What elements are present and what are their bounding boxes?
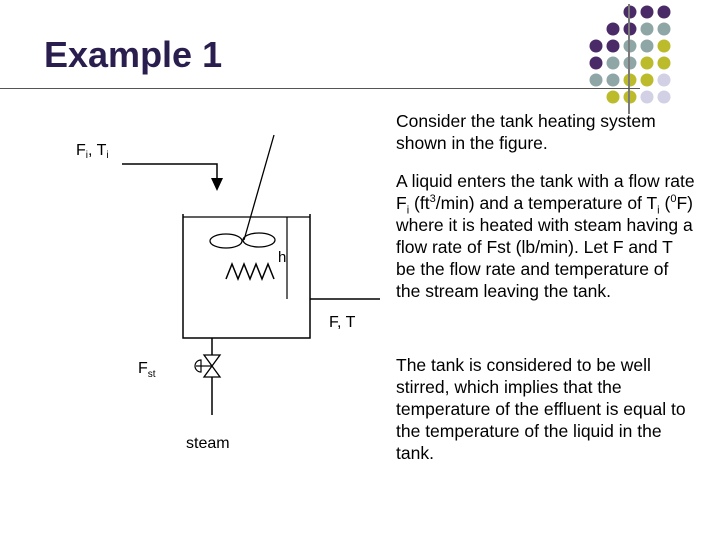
- steam-label: steam: [186, 435, 230, 452]
- title-underline: [0, 88, 640, 89]
- decorative-dot: [640, 56, 654, 70]
- decorative-dot: [623, 39, 637, 53]
- tank-walls: [182, 214, 311, 339]
- decorative-dot: [640, 22, 654, 36]
- decorative-dot: [623, 5, 637, 19]
- decorative-dot: [657, 90, 671, 104]
- paragraph-description: A liquid enters the tank with a flow rat…: [396, 171, 695, 301]
- decorative-dot: [606, 39, 620, 53]
- paragraph-intro: Consider the tank heating system shown i…: [396, 111, 656, 153]
- stirrer-blade-left: [209, 233, 243, 249]
- decorative-dot: [657, 73, 671, 87]
- valve-actuator-icon: [194, 359, 202, 373]
- decorative-dot: [623, 73, 637, 87]
- decorative-dot: [657, 5, 671, 19]
- stirrer-blade-right: [242, 232, 276, 248]
- decorative-dot: [589, 56, 603, 70]
- slide-title: Example 1: [44, 34, 223, 75]
- decorative-dot: [606, 22, 620, 36]
- decorative-dot: [640, 90, 654, 104]
- decorative-dot: [657, 56, 671, 70]
- decorative-dot: [606, 56, 620, 70]
- stirrer-shaft: [243, 134, 275, 241]
- inlet-pipe: [122, 163, 218, 180]
- steam-flow-label: Fst: [138, 360, 156, 380]
- decorative-dot: [640, 39, 654, 53]
- heating-coil: [225, 261, 275, 282]
- decorative-vertical-line: [628, 4, 630, 114]
- decorative-dot: [623, 90, 637, 104]
- level-label: h: [278, 249, 286, 266]
- paragraph-assumption: The tank is considered to be well stirre…: [396, 355, 686, 463]
- inlet-label: Fi, Ti: [76, 142, 109, 161]
- decorative-dot: [589, 73, 603, 87]
- decorative-dot: [657, 22, 671, 36]
- decorative-dot: [657, 39, 671, 53]
- decorative-dot: [623, 22, 637, 36]
- decorative-dot: [640, 73, 654, 87]
- decorative-dot-grid: [589, 5, 671, 104]
- decorative-dot: [606, 73, 620, 87]
- decorative-dot: [640, 5, 654, 19]
- decorative-dot: [589, 39, 603, 53]
- decorative-dot: [606, 90, 620, 104]
- outlet-label: F, T: [329, 314, 356, 331]
- decorative-dot: [623, 56, 637, 70]
- inlet-arrow-icon: [211, 178, 223, 191]
